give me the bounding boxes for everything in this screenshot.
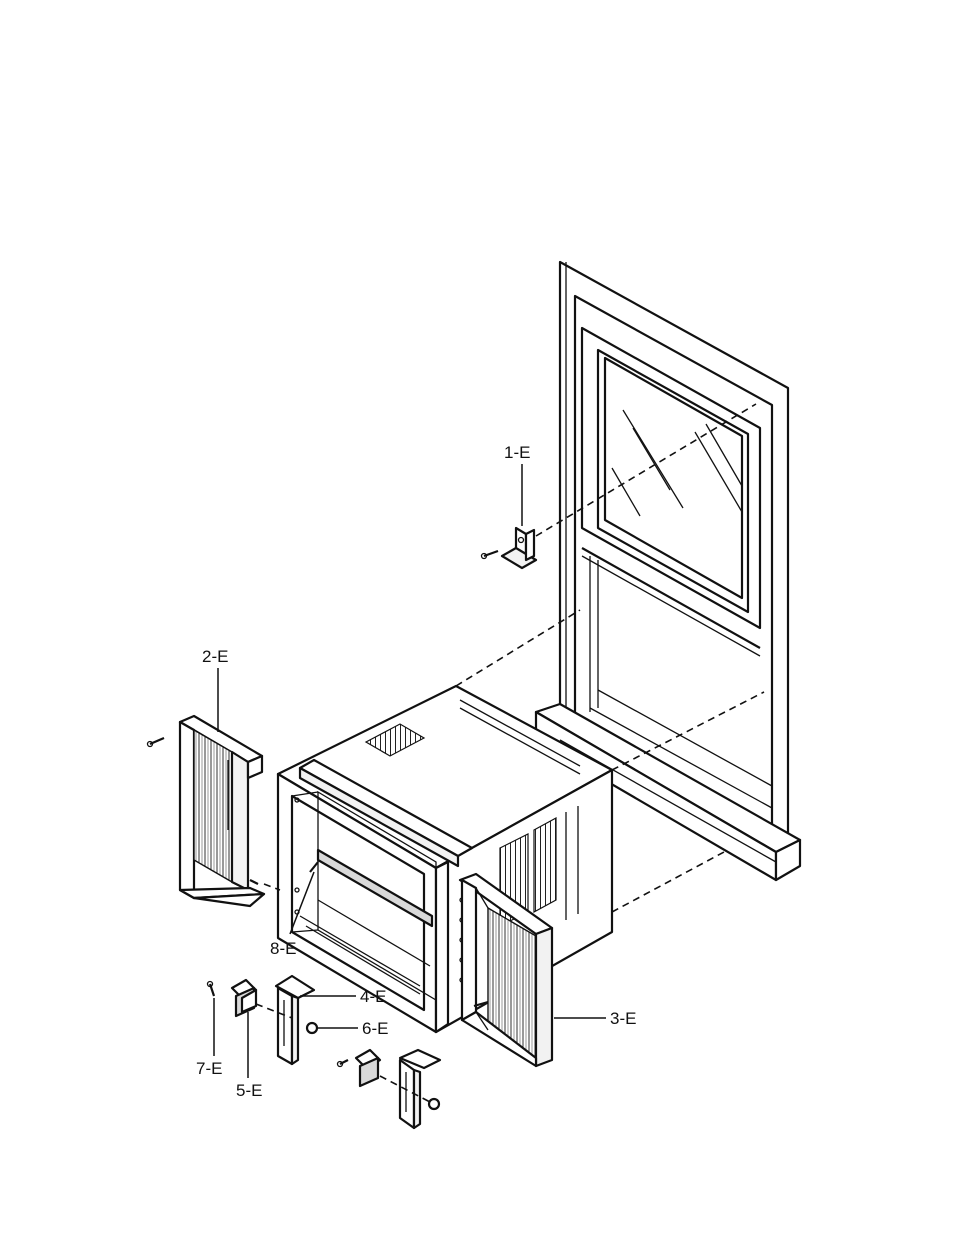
label-6e: 6-E [362, 1019, 388, 1038]
part-5e-bracket [232, 980, 256, 1016]
label-3e: 3-E [610, 1009, 636, 1028]
label-1e: 1-E [504, 443, 530, 462]
label-2e: 2-E [202, 647, 228, 666]
label-7e: 7-E [196, 1059, 222, 1078]
label-5e: 5-E [236, 1081, 262, 1100]
part-7e-screw [208, 982, 215, 997]
label-8e: 8-E [270, 939, 296, 958]
label-4e: 4-E [360, 987, 386, 1006]
part-2e-left-curtain [148, 716, 265, 906]
part-1e-bracket [482, 528, 537, 568]
part-6e-washer [307, 1023, 317, 1033]
part-4e-support [276, 976, 314, 1064]
dash-cabinet-window-3 [612, 852, 724, 912]
lower-bracket-2 [338, 1050, 381, 1086]
